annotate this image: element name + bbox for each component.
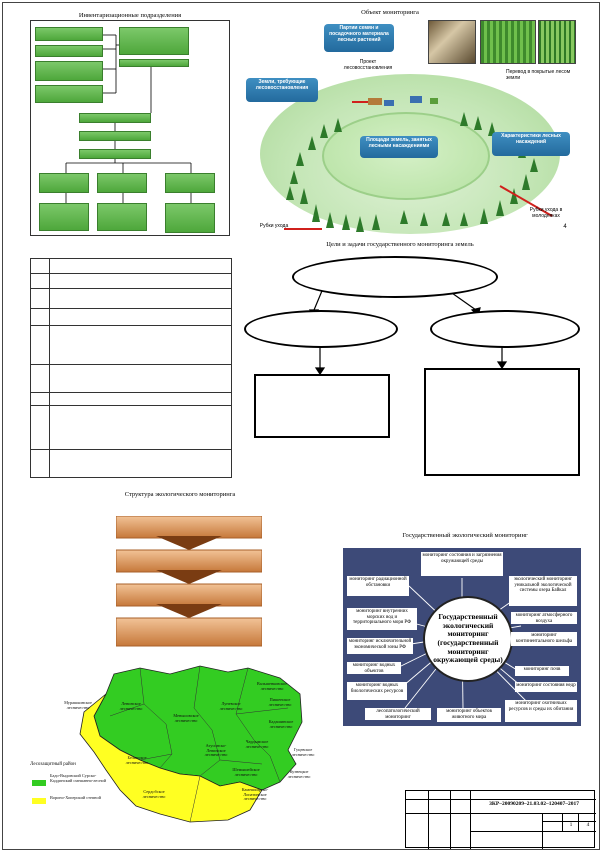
label-cuts-young: Рубки ухода в молодняках — [529, 207, 563, 219]
label-cuts: Рубки ухода — [259, 223, 289, 229]
callout-characteristics: Характеристики лесных насаждений — [492, 132, 570, 156]
callout-areas: Площади земель, занятых лесными насажден… — [360, 136, 438, 158]
structure-stack — [116, 516, 262, 647]
system-title: Государственный экологический мониторинг — [402, 532, 528, 539]
region-label: Чардымское лесничество — [245, 739, 269, 749]
monitoring-diagram: Государственный экологический мониторинг… — [343, 548, 581, 726]
org-box — [119, 27, 189, 55]
goals-table — [30, 257, 232, 479]
goals-left-oval — [244, 310, 398, 348]
monitoring-box: экологический мониторинг уникальной экол… — [509, 576, 577, 606]
monitoring-box: мониторинг объектов животного мира — [437, 708, 501, 722]
org-chart-connectors — [65, 34, 192, 203]
goals-right-box — [424, 368, 580, 476]
org-box — [35, 27, 103, 41]
cuts-line — [284, 228, 322, 230]
org-box — [35, 61, 103, 81]
region-label: Сердобское лесничество — [142, 789, 166, 799]
goals-main-oval — [292, 256, 498, 298]
legend-label: Вороно-Хоперский степной — [50, 795, 101, 800]
org-box — [39, 203, 89, 231]
forest-title: Объект мониторинга — [361, 9, 419, 16]
legend-title: Лесозащитный район — [30, 762, 76, 767]
monitoring-box: мониторинг атмосферного воздуха — [511, 612, 577, 624]
monitoring-box: лесопатологический мониторинг — [365, 708, 431, 720]
region-label: Пишенское лесничество — [268, 697, 292, 707]
callout-lands: Земли, требующие лесовосстановления — [246, 78, 318, 102]
org-box — [39, 173, 89, 193]
forestry-map — [79, 665, 303, 823]
goals-title: Цели и задачи государственного мониторин… — [326, 241, 474, 248]
org-title: Инвентаризационные подразделения — [78, 12, 182, 19]
document-code: ЗКР–20090209–21.03.02–120407–2017 — [488, 801, 579, 807]
org-box — [165, 203, 215, 233]
greenhouse-photo — [538, 20, 576, 64]
org-box — [165, 173, 215, 193]
goals-right-oval — [430, 310, 580, 348]
region-label: Кузнецкое лесничество — [287, 769, 311, 779]
monitoring-box: мониторинг водных биологических ресурсов — [347, 682, 407, 700]
sheet-number: 1 — [569, 822, 573, 828]
org-box — [97, 203, 147, 231]
callout-seeds: Партии семян и посадочного материала лес… — [324, 24, 394, 52]
org-box — [119, 59, 189, 67]
structure-title: Структура экологического мониторинга — [124, 491, 236, 498]
monitoring-box: мониторинг водных объектов — [347, 662, 401, 674]
region-label: Кадашинское лесничество — [268, 719, 294, 729]
monitoring-box: мониторинг состояния и загрязнения окруж… — [421, 552, 503, 576]
label-project: Проект лесовосстановления — [343, 59, 393, 71]
region-label: Меньшовское лесничество — [173, 713, 199, 723]
monitoring-box: мониторинг состояния недр — [515, 682, 577, 692]
org-box — [97, 173, 147, 193]
org-box — [35, 85, 103, 103]
monitoring-box: мониторинг континентального шельфа — [511, 632, 577, 646]
forest-page-num: 4 — [563, 224, 567, 230]
region-label: Мурашкинское лесничество — [64, 700, 92, 710]
org-box — [35, 45, 103, 57]
org-chart-panel — [30, 20, 230, 236]
org-box — [79, 113, 151, 123]
monitoring-box: мониторинг охотничьих ресурсов и среды и… — [505, 700, 577, 722]
label-transfer: Перевод в покрытые лесом земли — [506, 69, 571, 81]
region-label: Атусинско-Левинское лесничество — [204, 743, 228, 758]
region-label: Камешкирско-Лопатинское лесничество — [241, 787, 269, 802]
region-label: Шемышейское лесничество — [232, 767, 260, 777]
region-label: Луневское лесничество — [219, 701, 243, 711]
monitoring-box: мониторинг почв — [515, 666, 569, 676]
monitoring-center: Государственный экологический мониторинг… — [423, 596, 513, 682]
monitoring-box: мониторинг радиационной обстановки — [347, 576, 409, 596]
monitoring-box: мониторинг внутренних морских вод и терр… — [347, 608, 417, 630]
monitoring-box: мониторинг исключительной экономической … — [347, 638, 413, 654]
region-label: Ленинское лесничество — [119, 701, 143, 711]
org-box — [79, 131, 151, 141]
region-label: Вальшенковское лесничество — [256, 681, 288, 691]
legend-swatch-yellow — [32, 798, 46, 804]
region-label: Гуцевское лесничество — [291, 747, 315, 757]
forest-illustration: Партии семян и посадочного материала лес… — [240, 16, 580, 238]
title-block: ЗКР–20090209–21.03.02–120407–2017 1 4 — [405, 790, 596, 849]
goals-left-box — [254, 374, 390, 438]
seedlings-photo — [480, 20, 536, 64]
sheet-total: 4 — [586, 822, 590, 828]
region-label: Белинское лесничество — [125, 755, 149, 765]
org-box — [79, 149, 151, 159]
seed-storage-photo — [428, 20, 476, 64]
legend-swatch-green — [32, 780, 46, 786]
legend-label: Бадо-Выдовский Сурско-Каддинский смешанн… — [50, 773, 107, 783]
